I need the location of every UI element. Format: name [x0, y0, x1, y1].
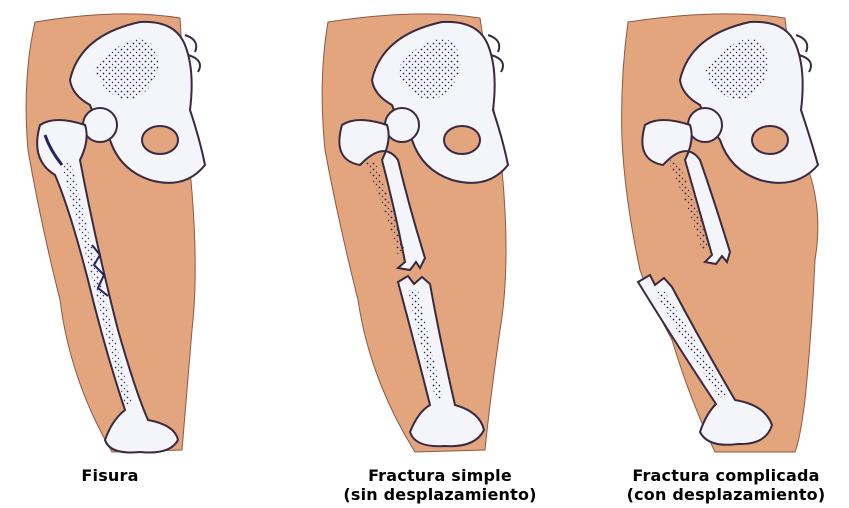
caption-line: Fisura	[40, 466, 180, 485]
panel-fisura	[26, 14, 205, 453]
caption-line: Fractura simple	[330, 466, 550, 485]
caption-fractura-complicada: Fractura complicada (con desplazamiento)	[606, 466, 846, 504]
caption-line: Fractura complicada	[606, 466, 846, 485]
caption-fisura: Fisura	[40, 466, 180, 485]
panel-fractura-complicada	[622, 14, 818, 452]
caption-line: (con desplazamiento)	[606, 485, 846, 504]
panel-fractura-simple	[322, 14, 508, 452]
caption-line: (sin desplazamiento)	[330, 485, 550, 504]
caption-fractura-simple: Fractura simple (sin desplazamiento)	[330, 466, 550, 504]
